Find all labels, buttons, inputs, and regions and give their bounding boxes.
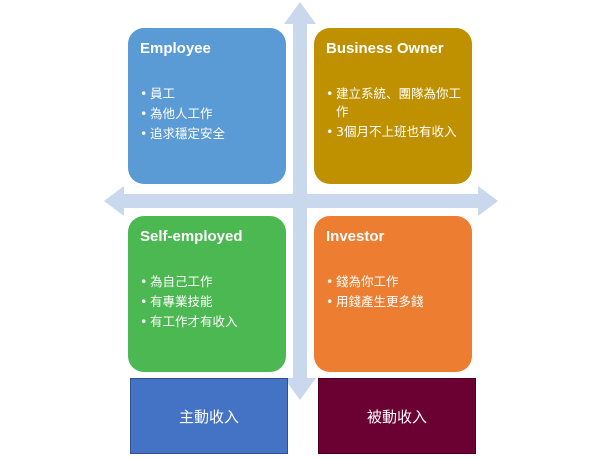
list-item: 追求穩定安全 (140, 125, 276, 143)
quadrant-self-employed: Self-employed 為自己工作 有專業技能 有工作才有收入 (128, 216, 286, 372)
quadrant-title: Investor (326, 228, 385, 245)
quadrant-list: 建立系統、團隊為你工作 3個月不上班也有收入 (326, 85, 462, 141)
quadrant-title: Business Owner (326, 40, 444, 57)
active-income-box: 主動收入 (130, 378, 288, 454)
horizontal-axis-shaft (120, 194, 480, 208)
list-item: 3個月不上班也有收入 (326, 123, 462, 141)
horizontal-axis-arrowhead-left (104, 186, 124, 216)
vertical-axis-arrowhead-top (284, 2, 316, 24)
list-item: 有專業技能 (140, 293, 276, 311)
quadrant-investor: Investor 錢為你工作 用錢產生更多錢 (314, 216, 472, 372)
quadrant-employee: Employee 員工 為他人工作 追求穩定安全 (128, 28, 286, 184)
list-item: 有工作才有收入 (140, 313, 276, 331)
passive-income-box: 被動收入 (318, 378, 476, 454)
quadrant-business-owner: Business Owner 建立系統、團隊為你工作 3個月不上班也有收入 (314, 28, 472, 184)
quadrant-list: 員工 為他人工作 追求穩定安全 (140, 85, 276, 143)
quadrant-title: Self-employed (140, 228, 243, 245)
quadrant-title: Employee (140, 40, 211, 57)
list-item: 建立系統、團隊為你工作 (326, 85, 462, 121)
horizontal-axis-arrowhead-right (478, 186, 498, 216)
list-item: 用錢產生更多錢 (326, 293, 462, 311)
quadrant-list: 錢為你工作 用錢產生更多錢 (326, 273, 462, 311)
list-item: 員工 (140, 85, 276, 103)
quadrant-list: 為自己工作 有專業技能 有工作才有收入 (140, 273, 276, 331)
list-item: 為自己工作 (140, 273, 276, 291)
list-item: 錢為你工作 (326, 273, 462, 291)
list-item: 為他人工作 (140, 105, 276, 123)
vertical-axis-arrowhead-bottom (284, 378, 316, 400)
